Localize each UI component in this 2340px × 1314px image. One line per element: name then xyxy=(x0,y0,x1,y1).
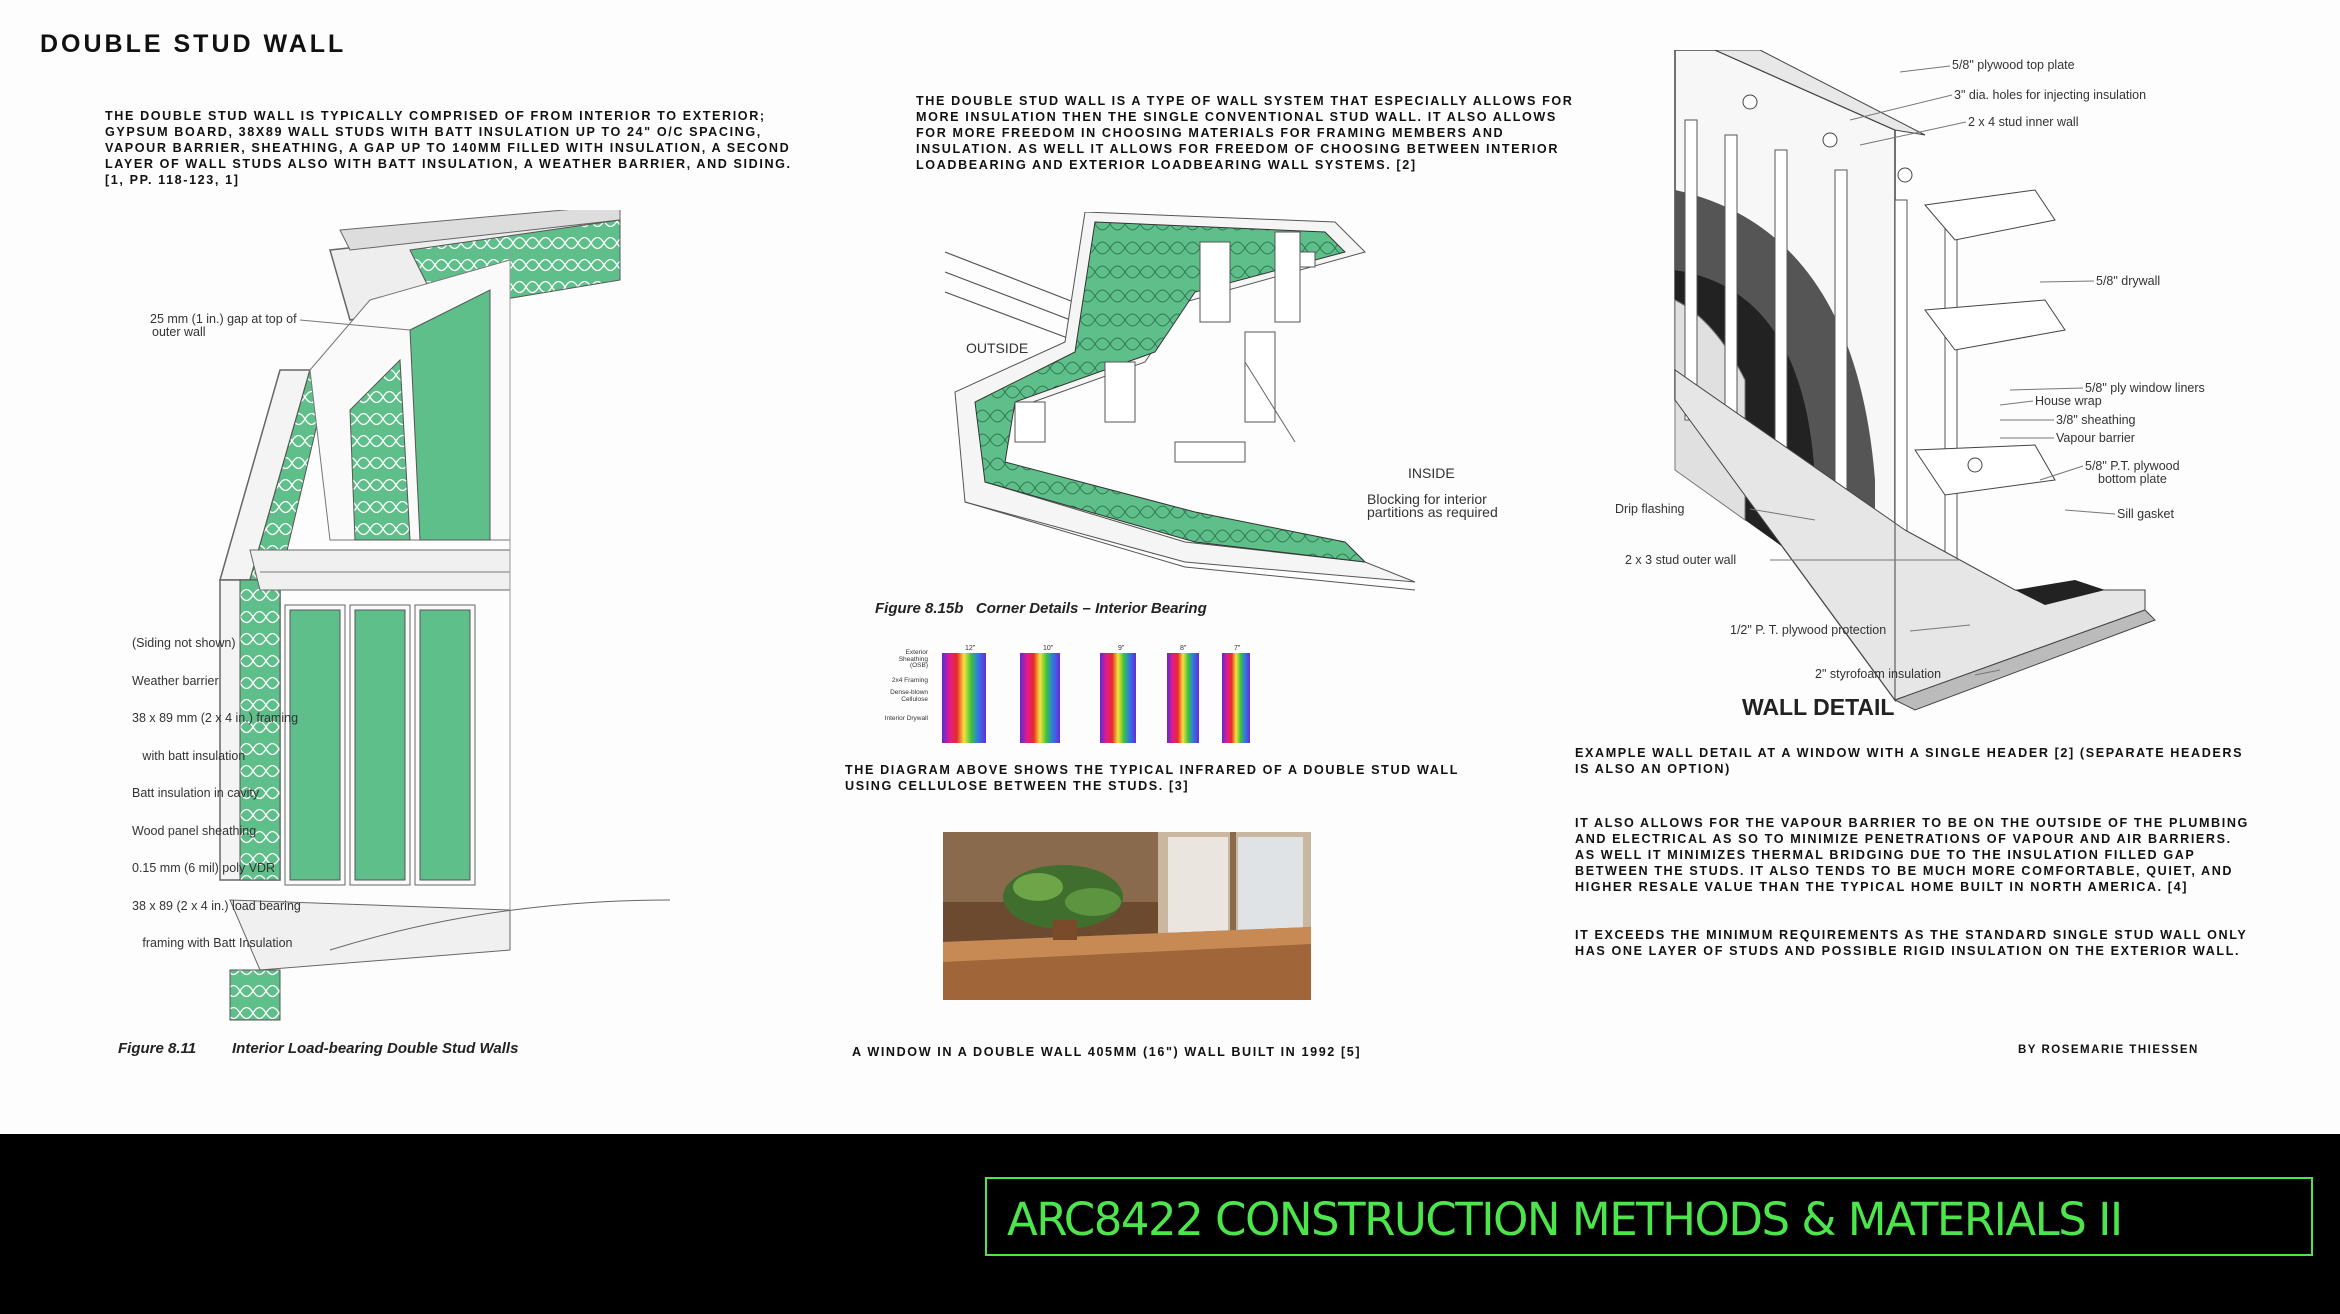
infrared-label: Exterior Sheathing (OSB) xyxy=(898,649,928,669)
label-injection-holes: 3" dia. holes for injecting insulation xyxy=(1954,88,2147,102)
photo-caption: A window in a double wall 405mm (16") wa… xyxy=(852,1045,1362,1059)
layer-label: framing with Batt Insulation xyxy=(132,936,293,950)
label-sheathing: 3/8" sheathing xyxy=(2056,413,2136,427)
infrared-caption: The Diagram above shows the typical infr… xyxy=(845,763,1459,793)
layer-labels: (Siding not shown) Weather barrier 38 x … xyxy=(132,612,301,975)
wall-detail-title: WALL DETAIL xyxy=(1742,694,1895,720)
infrared-side-labels: Exterior Sheathing (OSB) 2x4 Framing Den… xyxy=(880,649,928,723)
label-plywood-protection: 1/2" P. T. plywood protection xyxy=(1730,623,1887,637)
gap-leader-line xyxy=(300,319,411,331)
infrared-size-10: 10" xyxy=(1043,645,1054,652)
blocking-label-line-1: Blocking for interior xyxy=(1367,491,1487,507)
label-drywall: 5/8" drywall xyxy=(2096,274,2161,288)
figure-8-11-number: Figure 8.11 xyxy=(118,1040,197,1057)
intro-middle-paragraph: The double stud wall is a type of wall s… xyxy=(916,94,1574,172)
layer-label: Batt insulation in cavity xyxy=(132,786,260,800)
label-outer-wall-stud: 2 x 3 stud outer wall xyxy=(1625,553,1737,567)
layer-label: 38 x 89 (2 x 4 in.) load bearing xyxy=(132,898,301,913)
infrared-size-8: 8" xyxy=(1180,645,1187,652)
figure-8-11-title: Interior Load-bearing Double Stud Walls xyxy=(232,1040,519,1057)
gap-label-line-1: 25 mm (1 in.) gap at top of xyxy=(150,312,297,326)
label-plywood-top-plate: 5/8" plywood top plate xyxy=(1952,58,2075,72)
label-inner-wall-stud: 2 x 4 stud inner wall xyxy=(1968,115,2079,129)
label-vapour-barrier: Vapour barrier xyxy=(2056,431,2135,445)
layer-label: Wood panel sheathing xyxy=(132,823,257,838)
infrared-size-12: 12" xyxy=(965,645,976,652)
layer-label: with batt insulation xyxy=(132,748,246,763)
window-sill-photo-art xyxy=(943,832,1311,1000)
blocking-label-line-2: partitions as required xyxy=(1367,504,1498,520)
infrared-size-7: 7" xyxy=(1234,645,1241,652)
layer-label: 38 x 89 mm (2 x 4 in.) framing xyxy=(132,711,299,725)
label-sill-gasket: Sill gasket xyxy=(2117,507,2174,521)
wall-section-drawing xyxy=(219,210,671,1021)
wall-detail-drawing xyxy=(1674,50,2156,711)
gap-label: 25 mm (1 in.) gap at top of outer wall xyxy=(150,313,297,339)
infrared-label: Interior Drywall xyxy=(884,715,928,722)
infrared-label: Dense-blown Cellulose xyxy=(890,689,928,703)
exceeds-requirements-paragraph: It exceeds the minimum requirements as t… xyxy=(1575,928,2248,958)
label-bottom-plate: bottom plate xyxy=(2098,472,2167,486)
page-title: Double Stud Wall xyxy=(40,30,347,58)
label-window-liners: 5/8" ply window liners xyxy=(2085,381,2205,395)
course-title-box: ARC8422 CONSTRUCTION METHODS & MATERIALS… xyxy=(985,1177,2313,1256)
blocking-label: Blocking for interior partitions as requ… xyxy=(1367,491,1498,520)
label-pt-plywood: 5/8" P.T. plywood xyxy=(2085,459,2180,473)
wall-detail-caption: Example wall detail at a window with a s… xyxy=(1575,746,2244,776)
inside-label: INSIDE xyxy=(1408,465,1455,481)
label-house-wrap: House wrap xyxy=(2035,394,2102,408)
label-drip-flashing: Drip flashing xyxy=(1615,502,1685,516)
outside-label: OUTSIDE xyxy=(966,340,1029,356)
figure-8-15b-label: Figure 8.15b Corner Details – Interior B… xyxy=(875,600,1207,617)
course-title: ARC8422 CONSTRUCTION METHODS & MATERIALS… xyxy=(1007,1193,2123,1246)
infrared-diagram xyxy=(942,653,1250,743)
label-styrofoam: 2" styrofoam insulation xyxy=(1815,667,1942,681)
infrared-size-9: 9" xyxy=(1118,645,1125,652)
wall-detail-leader-lines xyxy=(1749,65,2116,676)
vapour-barrier-paragraph: It also allows for the vapour barrier to… xyxy=(1575,816,2249,894)
window-sill-photo xyxy=(943,832,1311,1000)
layer-label: (Siding not shown) xyxy=(132,636,236,650)
layer-label: 0.15 mm (6 mil) poly VDR xyxy=(132,861,276,875)
infrared-label: 2x4 Framing xyxy=(891,677,928,684)
corner-details-drawing xyxy=(945,212,1416,591)
author-credit: By Rosemarie Thiessen xyxy=(2018,1044,2199,1056)
layer-label: Weather barrier xyxy=(132,673,219,688)
gap-label-line-2: outer wall xyxy=(152,325,206,339)
slide-page: Double Stud Wall The double stud wall is… xyxy=(0,0,2340,1134)
intro-left-paragraph: The double stud wall is typically compri… xyxy=(105,109,792,187)
